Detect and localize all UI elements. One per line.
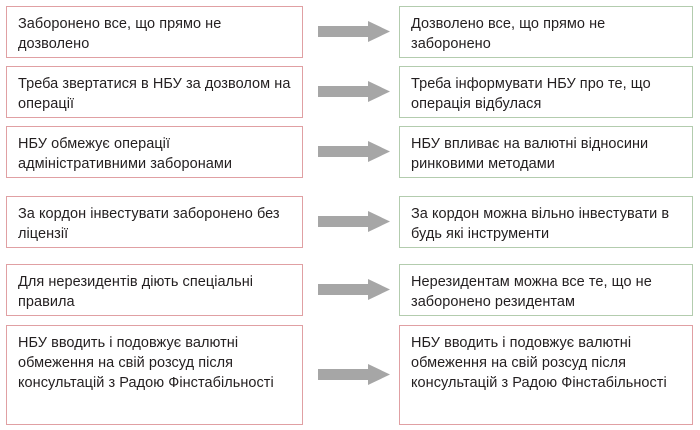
new-regime-box: НБУ вводить і подовжує валютні обмеження… (399, 325, 693, 425)
new-regime-box: Треба інформувати НБУ про те, що операці… (399, 66, 693, 118)
new-regime-box: За кордон можна вільно інвестувати в буд… (399, 196, 693, 248)
old-regime-text: Треба звертатися в НБУ за дозволом на оп… (18, 76, 291, 112)
old-regime-box: Заборонено все, що прямо не дозволено (6, 6, 303, 58)
right-block-arrow-icon (318, 364, 390, 385)
right-block-arrow-icon (318, 211, 390, 232)
new-regime-text: НБУ впливає на валютні відносини ринкови… (411, 136, 649, 172)
new-regime-text: Дозволено все, що прямо не заборонено (411, 16, 606, 52)
new-regime-text: За кордон можна вільно інвестувати в буд… (411, 206, 670, 242)
right-block-arrow-icon (318, 21, 390, 42)
old-regime-text: НБУ обмежує операції адміністративними з… (18, 136, 233, 172)
old-regime-text: Для нерезидентів діють спеціальні правил… (18, 274, 254, 310)
old-regime-box: Треба звертатися в НБУ за дозволом на оп… (6, 66, 303, 118)
new-regime-text: Нерезидентам можна все те, що не заборон… (411, 274, 652, 310)
old-regime-box: НБУ вводить і подовжує валютні обмеження… (6, 325, 303, 425)
new-regime-box: НБУ впливає на валютні відносини ринкови… (399, 126, 693, 178)
old-regime-box: Для нерезидентів діють спеціальні правил… (6, 264, 303, 316)
new-regime-text: Треба інформувати НБУ про те, що операці… (411, 76, 651, 112)
right-block-arrow-icon (318, 141, 390, 162)
old-regime-text: Заборонено все, що прямо не дозволено (18, 16, 222, 52)
right-block-arrow-icon (318, 81, 390, 102)
old-regime-text: За кордон інвестувати заборонено без ліц… (18, 206, 280, 242)
new-regime-box: Нерезидентам можна все те, що не заборон… (399, 264, 693, 316)
right-block-arrow-icon (318, 279, 390, 300)
old-regime-box: НБУ обмежує операції адміністративними з… (6, 126, 303, 178)
old-regime-box: За кордон інвестувати заборонено без ліц… (6, 196, 303, 248)
new-regime-box: Дозволено все, що прямо не заборонено (399, 6, 693, 58)
old-regime-text: НБУ вводить і подовжує валютні обмеження… (18, 335, 274, 391)
new-regime-text: НБУ вводить і подовжує валютні обмеження… (411, 335, 667, 391)
